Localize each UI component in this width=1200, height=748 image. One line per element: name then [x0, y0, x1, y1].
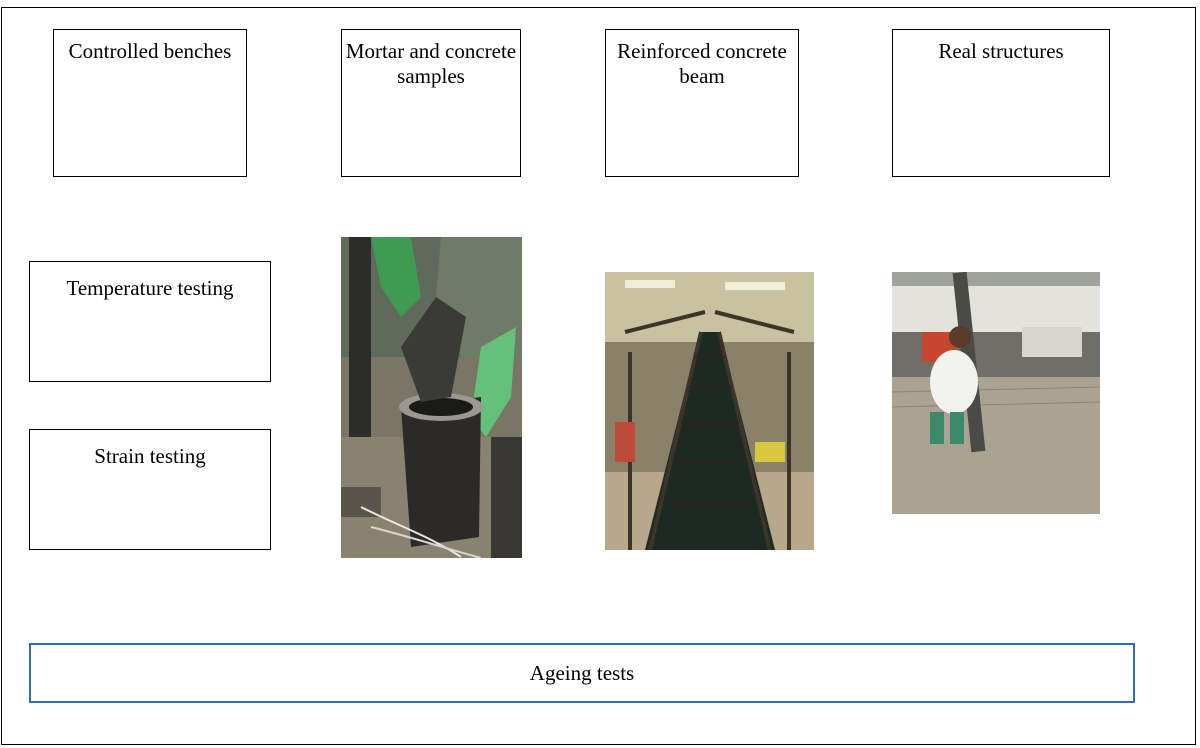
diagram-frame — [1, 7, 1196, 745]
reinforced-beam-box: Reinforced concrete beam — [605, 29, 799, 177]
ageing-tests-label: Ageing tests — [529, 661, 635, 685]
ageing-tests-box: Ageing tests — [29, 643, 1135, 703]
mortar-samples-box: Mortar and concrete samples — [341, 29, 521, 177]
temperature-testing-box: Temperature testing — [29, 261, 271, 382]
real-structures-box: Real structures — [892, 29, 1110, 177]
mortar-sample-photo — [341, 237, 522, 558]
strain-testing-box: Strain testing — [29, 429, 271, 550]
controlled-benches-box: Controlled benches — [53, 29, 247, 177]
temperature-testing-label: Temperature testing — [66, 276, 234, 300]
reinforced-beam-photo — [605, 272, 814, 550]
controlled-benches-label: Controlled benches — [68, 39, 232, 63]
real-structure-photo — [892, 272, 1100, 514]
reinforced-beam-label: Reinforced concrete beam — [617, 39, 787, 88]
real-structures-label: Real structures — [938, 39, 1064, 63]
mortar-samples-label: Mortar and concrete samples — [345, 39, 517, 88]
strain-testing-label: Strain testing — [94, 444, 206, 468]
